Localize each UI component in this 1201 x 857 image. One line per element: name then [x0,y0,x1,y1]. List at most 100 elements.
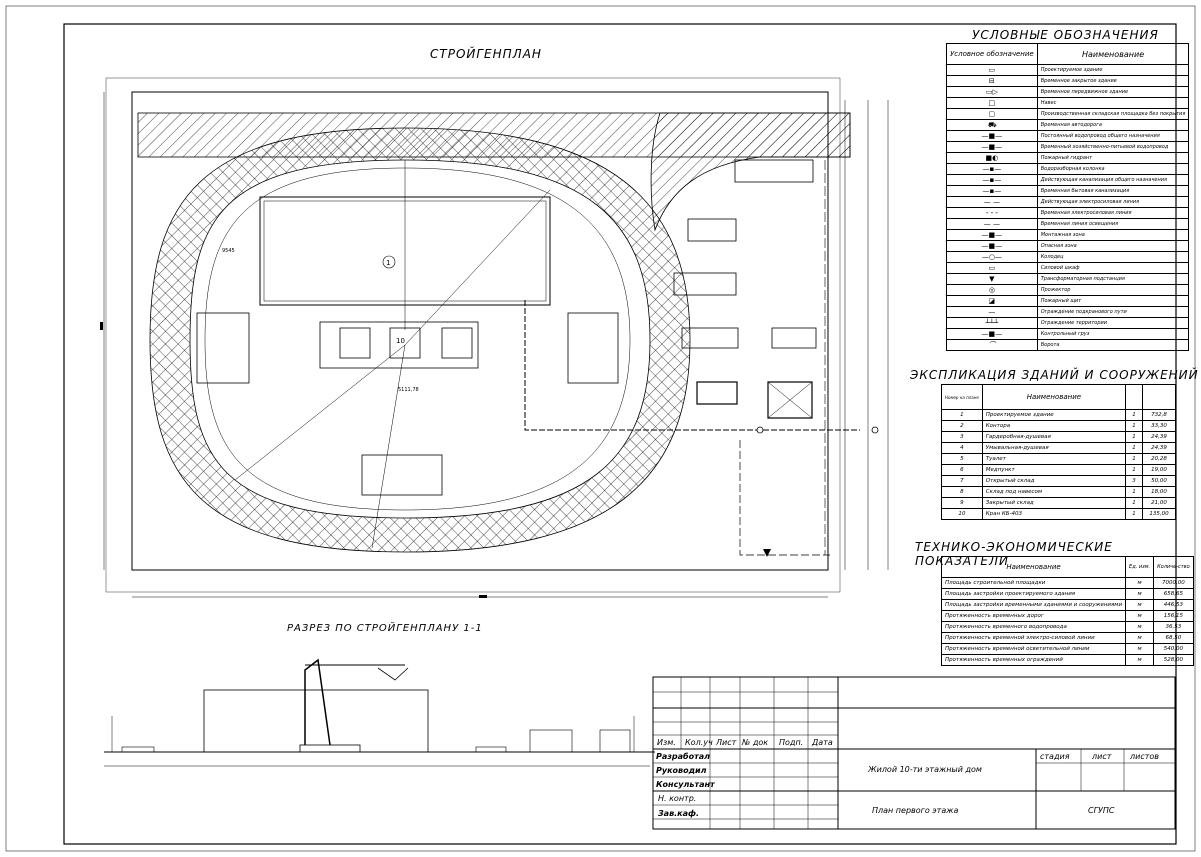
legend-row: — —Временная линия освещения [946,218,1190,230]
tech-cell-v: 36,53 [1153,621,1194,633]
tech-cell-name: Протяженность временных ограждений [940,654,1127,666]
section-storage-1 [121,746,155,753]
legend-label: Действующая электросиловая линия [1036,196,1190,208]
temp-building-3 [687,218,737,242]
legend-symbol: ⛟ [946,119,1038,131]
transformer [763,549,771,557]
temp-building-9 [767,381,813,419]
legend-label: Временная электросиловая линия [1036,207,1190,219]
explication-cell-q: 3 [1125,475,1143,487]
dim-tick-left [100,322,103,330]
legend-row: ▭Проектируемое здание [946,64,1190,76]
svg-text:1: 1 [386,259,390,267]
legend-row: □Навес [946,97,1190,109]
section-crane-hook [377,667,409,681]
crane-radius-3 [371,344,406,549]
section-crane-tower [304,658,331,746]
legend-symbol: —■— [946,240,1038,252]
explication-cell-name: Закрытый склад [981,497,1127,509]
legend-row: ▭Силовой шкаф [946,262,1190,274]
legend-label: Ограждение территории [1036,317,1190,329]
legend-symbol: —▪— [946,163,1038,175]
tb-stadia: стадия [1040,752,1070,761]
explication-cell-n: 10 [941,508,983,520]
tech-table: Наименование Ед. изм. Количе-ство Площад… [940,556,1194,666]
tech-cell-u: м [1125,610,1155,622]
explication-cell-v: 20,28 [1142,453,1176,465]
explication-cell-q: 1 [1125,486,1143,498]
tech-cell-v: 446,53 [1153,599,1194,611]
legend-row: ⌒Ворота [946,339,1190,351]
explication-cell-n: 9 [941,497,983,509]
section-building [203,689,429,753]
legend-symbol: ⊟ [946,75,1038,87]
dim-tick-bottom [479,595,487,598]
storage-bottom [361,454,443,496]
legend-symbol: — — [946,218,1038,230]
storage-right [567,312,619,384]
crane-number-label: 10 [396,337,405,345]
tech-cell-name: Площадь строительной площадки [940,577,1127,589]
explication-cell-v: 24,39 [1142,442,1176,454]
temp-building-8 [696,381,738,405]
tech-cell-v: 156,15 [1153,610,1194,622]
section-storage-2 [475,746,507,753]
tb-konsult: Консультант [656,780,715,789]
legend-row: —▪—Действующая канализация общего назнач… [946,174,1190,186]
legend-symbol: ■◐ [946,152,1038,164]
legend-row: ⊟Временное закрытое здание [946,75,1190,87]
explication-cell-v: 18,00 [1142,486,1176,498]
hatched-area-right [650,112,851,232]
legend-label: Колодец [1036,251,1190,263]
temp-building-2 [734,159,814,183]
legend-row: ⛟Временная автодорога [946,119,1190,131]
legend-row: ◎Прожектор [946,284,1190,296]
legend-title: УСЛОВНЫЕ ОБОЗНАЧЕНИЯ [972,28,1159,42]
tb-kol: Кол.уч [685,738,713,747]
tech-row: Протяженность временной осветительной ли… [940,643,1194,655]
water-line [524,300,860,431]
site-fence [131,91,829,571]
explication-cell-n: 7 [941,475,983,487]
tb-sheet-title: План первого этажа [872,806,959,815]
crane-block-a [339,327,371,359]
explication-cell-v: 33,30 [1142,420,1176,432]
explication-title: ЭКСПЛИКАЦИЯ ЗДАНИЙ И СООРУЖЕНИЙ [910,368,1199,382]
legend-row: —■—Временный хозяйственно-питьевой водоп… [946,141,1190,153]
legend-table: Условное обозначение Наименование ▭Проек… [946,43,1190,351]
tech-cell-name: Протяженность временных дорог [940,610,1127,622]
legend-row: —■—Опасная зона [946,240,1190,252]
plan-title: СТРОЙГЕНПЛАН [430,47,542,61]
legend-label: Проектируемое здание [1036,64,1190,76]
well-2 [871,426,879,434]
legend-label: Прожектор [1036,284,1190,296]
tb-nkontr: Н. контр. [658,794,697,803]
tb-org: СГУПС [1088,806,1115,815]
explication-cell-q: 1 [1125,442,1143,454]
explication-cell-v: 21,00 [1142,497,1176,509]
tb-ndok: № док [742,738,769,747]
ring-road [149,127,691,553]
explication-cell-n: 5 [941,453,983,465]
explication-cell-name: Умывальная-душевая [981,442,1127,454]
building-1-marker [382,255,396,269]
legend-label: Временный хозяйственно-питьевой водопров… [1036,141,1190,153]
legend-label: Временное закрытое здание [1036,75,1190,87]
legend-row: —■—Постоянный водопровод общего назначен… [946,130,1190,142]
expl-col-name: Наименование [981,384,1127,410]
tech-cell-v: 658,65 [1153,588,1194,600]
legend-symbol: ▭ [946,262,1038,274]
legend-label: Силовой шкаф [1036,262,1190,274]
explication-cell-name: Открытый склад [981,475,1127,487]
explication-cell-q: 1 [1125,453,1143,465]
tb-rukovod: Руководил [656,766,707,775]
tb-podp: Подп. [779,738,804,747]
legend-symbol: —■— [946,130,1038,142]
explication-cell-n: 1 [941,409,983,421]
